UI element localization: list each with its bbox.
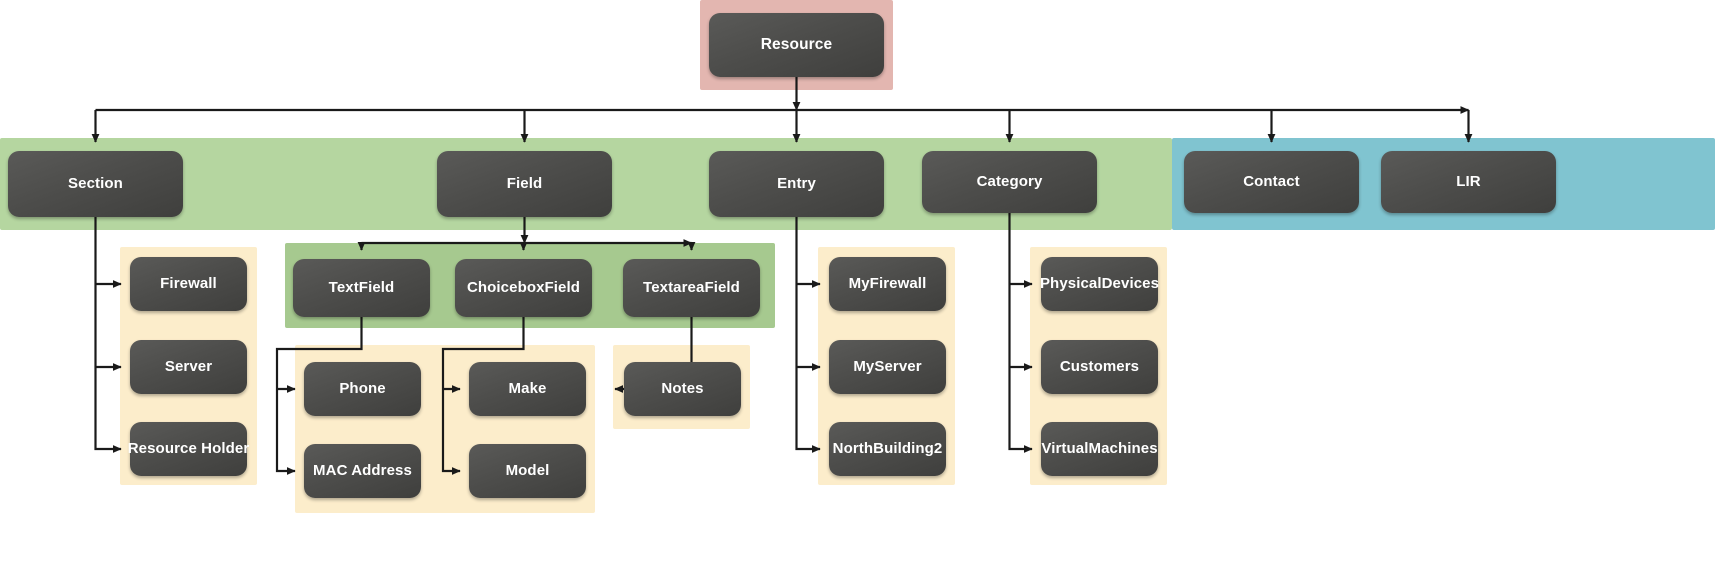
node-label: PhysicalDevices bbox=[1039, 275, 1160, 293]
node-virtualmachines[interactable]: VirtualMachines bbox=[1041, 422, 1158, 476]
edge-category-to-virtualmachines bbox=[1008, 213, 1033, 453]
edge-entry-to-northbuilding2 bbox=[795, 217, 821, 453]
node-label: VirtualMachines bbox=[1041, 440, 1158, 458]
node-customers[interactable]: Customers bbox=[1041, 340, 1158, 394]
node-lir[interactable]: LIR bbox=[1381, 151, 1556, 213]
node-label: ChoiceboxField bbox=[466, 279, 581, 297]
node-label: Field bbox=[506, 175, 543, 193]
node-physicaldevices[interactable]: PhysicalDevices bbox=[1039, 257, 1160, 311]
node-label: Server bbox=[164, 358, 213, 376]
node-label: Resource Holder bbox=[127, 440, 250, 458]
node-label: LIR bbox=[1456, 173, 1481, 191]
node-label: Category bbox=[976, 173, 1043, 191]
node-resource-holder[interactable]: Resource Holder bbox=[127, 422, 250, 476]
node-entry[interactable]: Entry bbox=[709, 151, 884, 217]
node-label: TextareaField bbox=[643, 279, 740, 297]
node-phone[interactable]: Phone bbox=[304, 362, 421, 416]
node-myserver[interactable]: MyServer bbox=[829, 340, 946, 394]
node-category[interactable]: Category bbox=[922, 151, 1097, 213]
node-label: Resource bbox=[760, 35, 833, 53]
node-label: Notes bbox=[661, 380, 704, 398]
node-myfirewall[interactable]: MyFirewall bbox=[829, 257, 946, 311]
node-label: MyServer bbox=[853, 358, 922, 376]
node-northbuilding2[interactable]: NorthBuilding2 bbox=[829, 422, 946, 476]
node-label: Phone bbox=[339, 380, 386, 398]
node-choiceboxfield[interactable]: ChoiceboxField bbox=[455, 259, 592, 317]
node-label: Model bbox=[505, 462, 550, 480]
node-textfield[interactable]: TextField bbox=[293, 259, 430, 317]
node-mac-address[interactable]: MAC Address bbox=[304, 444, 421, 498]
node-make[interactable]: Make bbox=[469, 362, 586, 416]
node-label: MAC Address bbox=[313, 462, 412, 480]
node-model[interactable]: Model bbox=[469, 444, 586, 498]
node-field[interactable]: Field bbox=[437, 151, 612, 217]
node-label: Contact bbox=[1243, 173, 1300, 191]
edge-section-to-resource-holder bbox=[94, 217, 122, 453]
node-label: Entry bbox=[777, 175, 816, 193]
node-resource[interactable]: Resource bbox=[709, 13, 884, 77]
node-label: Firewall bbox=[160, 275, 217, 293]
node-label: Section bbox=[68, 175, 123, 193]
node-textareafield[interactable]: TextareaField bbox=[623, 259, 760, 317]
node-firewall[interactable]: Firewall bbox=[130, 257, 247, 311]
node-contact[interactable]: Contact bbox=[1184, 151, 1359, 213]
node-label: Make bbox=[508, 380, 547, 398]
node-label: TextField bbox=[328, 279, 395, 297]
node-label: NorthBuilding2 bbox=[832, 440, 943, 458]
node-label: MyFirewall bbox=[848, 275, 927, 293]
node-server[interactable]: Server bbox=[130, 340, 247, 394]
node-label: Customers bbox=[1059, 358, 1140, 376]
node-section[interactable]: Section bbox=[8, 151, 183, 217]
node-notes[interactable]: Notes bbox=[624, 362, 741, 416]
